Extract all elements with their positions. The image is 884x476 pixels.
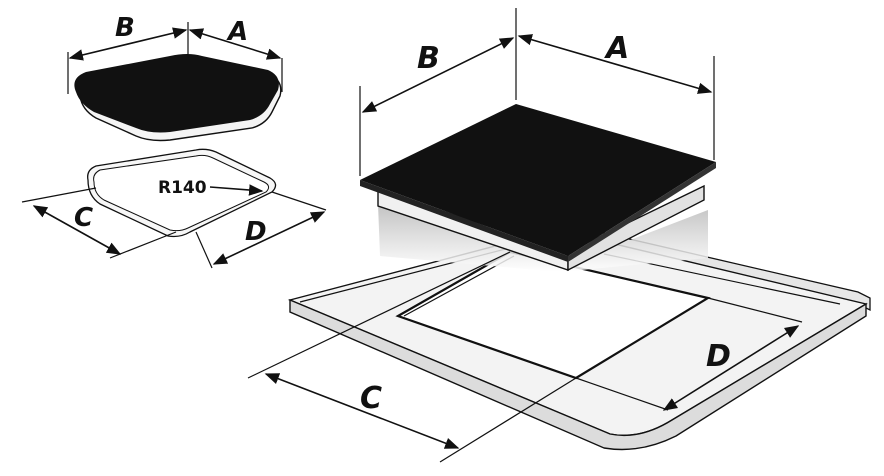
main-dim-label-b: B <box>417 41 440 76</box>
countertop-dimensions: C D <box>247 251 803 463</box>
large-hob-dimensions: B A <box>359 8 715 176</box>
main-dim-label-d: D <box>706 339 731 374</box>
small-dim-label-c: C <box>74 203 93 233</box>
hob-shadow <box>378 204 708 272</box>
small-hob <box>74 54 282 142</box>
radius-label: R140 <box>158 178 207 198</box>
main-dim-label-c: C <box>360 381 382 416</box>
large-hob-frame-side <box>567 184 705 272</box>
main-dim-label-a: A <box>604 31 629 66</box>
small-cutout <box>87 148 277 238</box>
large-hob-glass <box>360 104 716 256</box>
large-hob <box>360 104 716 272</box>
radius-leader <box>209 184 264 196</box>
small-cutout-dimensions: C D <box>21 187 327 269</box>
small-hob-glass <box>74 54 279 133</box>
small-hob-dimensions: B A <box>67 13 283 94</box>
small-dim-label-a: A <box>226 17 248 47</box>
small-dim-label-b: B <box>115 13 135 43</box>
small-dim-label-d: D <box>245 217 267 247</box>
small-cutout-inner <box>93 154 270 232</box>
